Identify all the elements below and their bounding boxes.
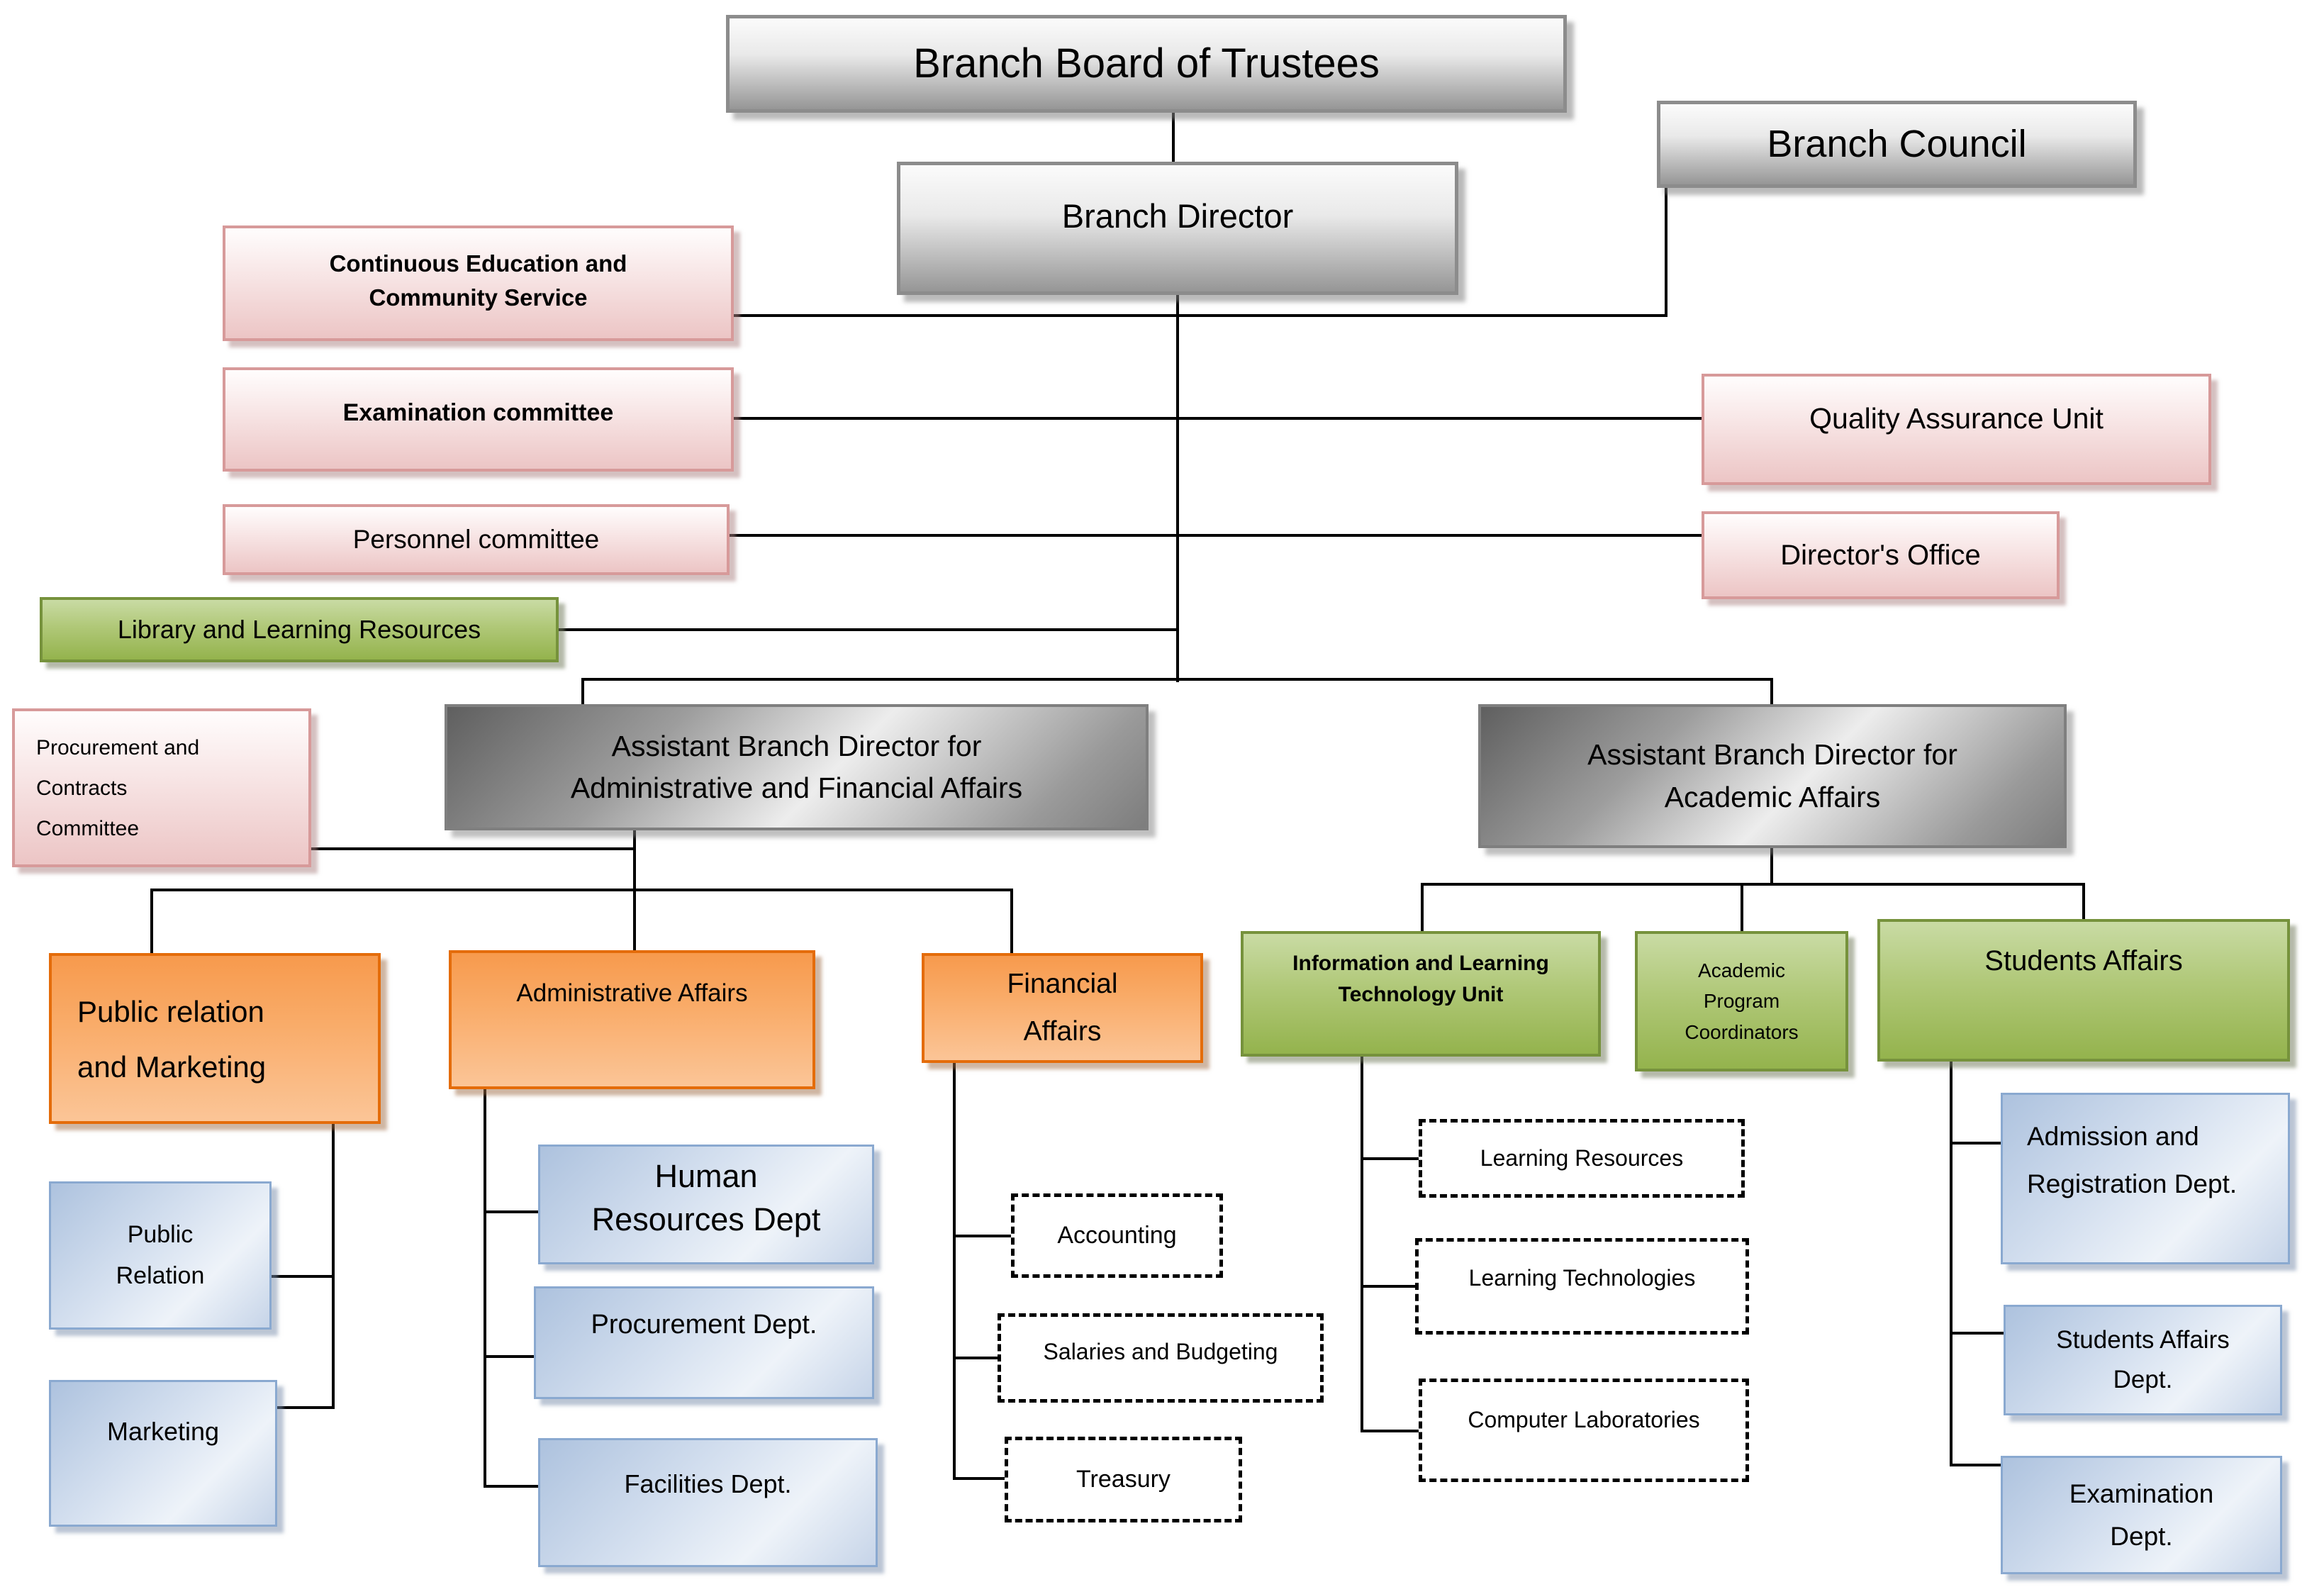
connector-line bbox=[484, 1210, 538, 1213]
connector-line bbox=[1770, 848, 1773, 886]
connector-line bbox=[277, 1406, 335, 1409]
connector-line bbox=[953, 1477, 1005, 1480]
connector-line bbox=[1361, 1285, 1415, 1288]
connector-line bbox=[1176, 295, 1179, 682]
connector-line bbox=[953, 1357, 998, 1359]
connector-line bbox=[1770, 678, 1773, 706]
connector-line bbox=[484, 1355, 534, 1358]
connector-line bbox=[272, 1275, 335, 1278]
connector-line bbox=[633, 830, 636, 891]
connector-line bbox=[633, 889, 636, 952]
connector-line bbox=[1665, 188, 1667, 317]
connector-line bbox=[484, 1485, 538, 1488]
node-branch-director: Branch Director bbox=[897, 162, 1458, 295]
node-continuous-education: Continuous Education and Community Servi… bbox=[223, 225, 734, 341]
node-examination-committee: Examination committee bbox=[223, 367, 734, 472]
node-quality-assurance: Quality Assurance Unit bbox=[1702, 374, 2211, 485]
node-computer-laboratories: Computer Laboratories bbox=[1419, 1379, 1749, 1482]
connector-line bbox=[581, 678, 584, 706]
node-students-affairs-dept: Students Affairs Dept. bbox=[2004, 1305, 2282, 1415]
connector-line bbox=[953, 1235, 1011, 1237]
node-marketing: Marketing bbox=[49, 1380, 277, 1527]
node-treasury: Treasury bbox=[1005, 1437, 1242, 1522]
node-procurement-dept: Procurement Dept. bbox=[534, 1286, 874, 1399]
connector-line bbox=[1172, 113, 1175, 165]
node-public-relation: Public Relation bbox=[49, 1181, 272, 1330]
node-procurement-committee: Procurement and Contracts Committee bbox=[12, 708, 311, 867]
connector-line bbox=[1950, 1062, 1953, 1466]
node-financial-affairs: Financial Affairs bbox=[922, 953, 1203, 1063]
node-admission-registration: Admission and Registration Dept. bbox=[2001, 1093, 2290, 1264]
connector-line bbox=[311, 847, 635, 850]
connector-line bbox=[1950, 1142, 2001, 1145]
node-accounting: Accounting bbox=[1011, 1193, 1223, 1278]
connector-line bbox=[484, 1089, 486, 1488]
connector-line bbox=[1421, 883, 1424, 932]
connector-line bbox=[332, 1124, 335, 1409]
node-examination-dept: Examination Dept. bbox=[2001, 1456, 2282, 1574]
connector-line bbox=[1421, 883, 2085, 886]
connector-line bbox=[150, 889, 153, 954]
connector-line bbox=[730, 534, 1702, 537]
node-students-affairs: Students Affairs bbox=[1877, 919, 2290, 1062]
node-directors-office: Director's Office bbox=[1702, 511, 2060, 599]
node-branch-council: Branch Council bbox=[1657, 101, 2137, 188]
node-facilities-dept: Facilities Dept. bbox=[538, 1438, 878, 1567]
connector-line bbox=[1361, 1157, 1419, 1160]
node-personnel-committee: Personnel committee bbox=[223, 504, 730, 575]
node-public-relation-marketing: Public relation and Marketing bbox=[49, 953, 381, 1124]
connector-line bbox=[1950, 1464, 2001, 1466]
node-asst-academic: Assistant Branch Director for Academic A… bbox=[1478, 704, 2067, 848]
node-branch-board: Branch Board of Trustees bbox=[726, 15, 1567, 113]
connector-line bbox=[559, 628, 1179, 631]
connector-line bbox=[1361, 1430, 1419, 1432]
connector-line bbox=[953, 1063, 956, 1480]
node-info-learning-tech: Information and Learning Technology Unit bbox=[1241, 931, 1601, 1057]
node-salaries-budgeting: Salaries and Budgeting bbox=[998, 1313, 1324, 1403]
node-learning-resources: Learning Resources bbox=[1419, 1119, 1745, 1198]
connector-line bbox=[734, 314, 1667, 317]
connector-line bbox=[581, 678, 1773, 681]
connector-line bbox=[1741, 883, 1743, 932]
connector-line bbox=[2082, 883, 2085, 920]
node-academic-coordinators: Academic Program Coordinators bbox=[1635, 931, 1848, 1071]
connector-line bbox=[734, 417, 1702, 420]
node-learning-technologies: Learning Technologies bbox=[1415, 1238, 1749, 1335]
node-administrative-affairs: Administrative Affairs bbox=[449, 950, 815, 1089]
node-human-resources: Human Resources Dept bbox=[538, 1145, 874, 1264]
connector-line bbox=[1010, 889, 1013, 954]
connector-line bbox=[1361, 1057, 1363, 1432]
node-asst-admin-financial: Assistant Branch Director for Administra… bbox=[445, 704, 1149, 830]
connector-line bbox=[150, 889, 1013, 891]
connector-line bbox=[1950, 1332, 2004, 1335]
node-library: Library and Learning Resources bbox=[40, 597, 559, 662]
